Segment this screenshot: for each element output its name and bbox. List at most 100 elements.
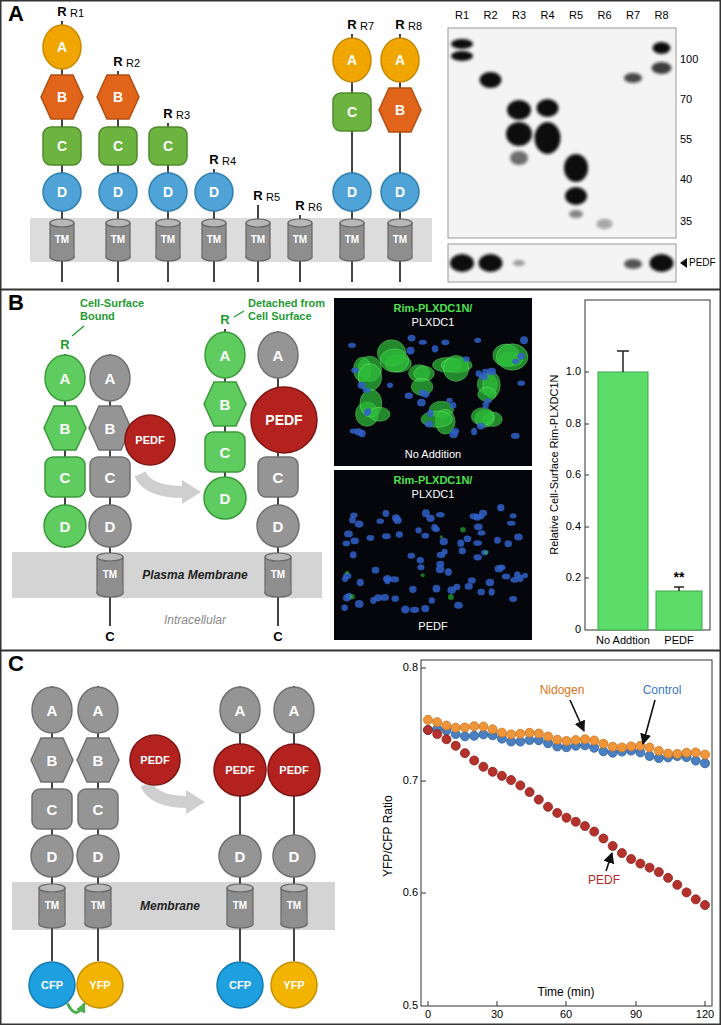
domain-shape: B [76,737,120,783]
pedf-protein: PEDF [267,743,321,797]
western-blot [448,28,676,238]
data-point [599,834,608,843]
transmembrane-domain: TM [339,218,365,262]
cylinder-body [97,557,123,593]
shape-outline [31,835,73,877]
shape-outline [205,432,245,472]
cell-nucleus [387,382,393,388]
cell-nucleus [429,597,435,604]
cylinder-fill [266,586,291,593]
domain-shape: C [44,456,86,498]
domain-shape: A [380,37,420,83]
cell-nucleus [514,533,523,540]
label-text: 120 [696,1008,714,1021]
label-text: R6 [597,9,611,22]
domain-shape: C [257,456,299,498]
cylinder-top [227,884,253,892]
data-point [590,736,599,745]
label-text: Relative Cell-Surface Rim-PLXDC1N [547,375,560,555]
label-text: Membrane [140,899,200,913]
data-point [599,739,608,748]
data-point [691,756,700,765]
cell-nucleus [417,564,424,570]
panel-letter: B [8,292,24,314]
shape-label: A [395,53,405,67]
label-text: PEDF [588,873,620,887]
transmembrane-domain: TM [201,218,227,262]
data-point [424,725,433,734]
shape-outline [125,415,175,465]
cylinder-fill [107,250,130,257]
stained-speck [421,573,425,577]
cell-nucleus [481,550,489,556]
shape-outline [149,173,187,211]
label-text: R3 [512,9,526,22]
shape-outline [32,687,72,733]
domain-shape: B [30,737,74,783]
process-arrow [146,784,188,802]
cell-nucleus [363,388,371,393]
cell-nucleus [457,539,464,546]
domain-shape: C [77,788,119,830]
label-text: Nidogen [540,683,585,697]
cell-nucleus [494,537,501,544]
data-point [617,849,626,858]
cell-nucleus [479,510,487,517]
cell-nucleus [517,353,524,360]
cylinder-top [246,219,270,227]
cell-nucleus [478,530,486,535]
pointer-arrow [570,700,584,731]
label-text: Intracellular [164,613,226,627]
domain-shape: D [194,172,234,212]
label-text: 0.7 [403,774,418,787]
transmembrane-domain: TM [280,883,308,929]
cell-nucleus [341,605,347,611]
cell-nucleus [511,433,520,439]
pedf-protein: PEDF [213,743,267,797]
cell-nucleus [507,521,516,526]
domain-shape: A [77,686,119,734]
shape-label: A [105,371,116,386]
domain-shape: A [31,686,73,734]
shape-label: B [60,421,71,436]
leader-line [72,326,84,336]
cell-nucleus [419,340,427,345]
cell-nucleus [409,586,416,593]
shape-outline [333,173,371,211]
cell-nucleus [465,583,473,590]
transmembrane-domain: TM [105,218,131,262]
panel-frame: CABCDTMABCDTMCFPYFPPEDFAPEDFDTMCFPAPEDFD… [0,650,721,1025]
shape-label: CFP [41,980,63,991]
cell-nucleus [463,356,470,362]
shape-outline [130,735,180,785]
micrograph [334,470,532,640]
shape-label: B [220,397,231,412]
membrane-band [12,552,322,598]
label-text: PEDF [689,257,716,269]
cell-nucleus [365,408,371,413]
cell-nucleus [471,428,477,436]
shape-outline [43,25,81,69]
label-text: C [273,629,282,645]
shape-outline [195,173,233,211]
shape-outline [149,127,187,165]
cell-nucleus [486,579,495,587]
shape-label: D [60,519,71,534]
label-text: R4 [222,155,236,168]
stained-speck [460,527,466,533]
micrograph-cells [341,504,528,613]
cylinder-fill [289,250,312,257]
membrane-band [30,218,432,262]
shape-outline [44,406,86,450]
label-text: R7 [360,20,374,33]
domain-shape: D [272,834,316,878]
stained-cell [358,364,381,391]
cylinder-body [156,223,180,257]
transmembrane-domain: TM [155,218,181,262]
shape-label: A [93,703,104,718]
shape-outline [77,835,119,877]
shape-outline [77,738,119,782]
cell-nucleus [407,553,415,559]
domain-shape: D [43,504,87,548]
shape-outline [99,127,137,165]
